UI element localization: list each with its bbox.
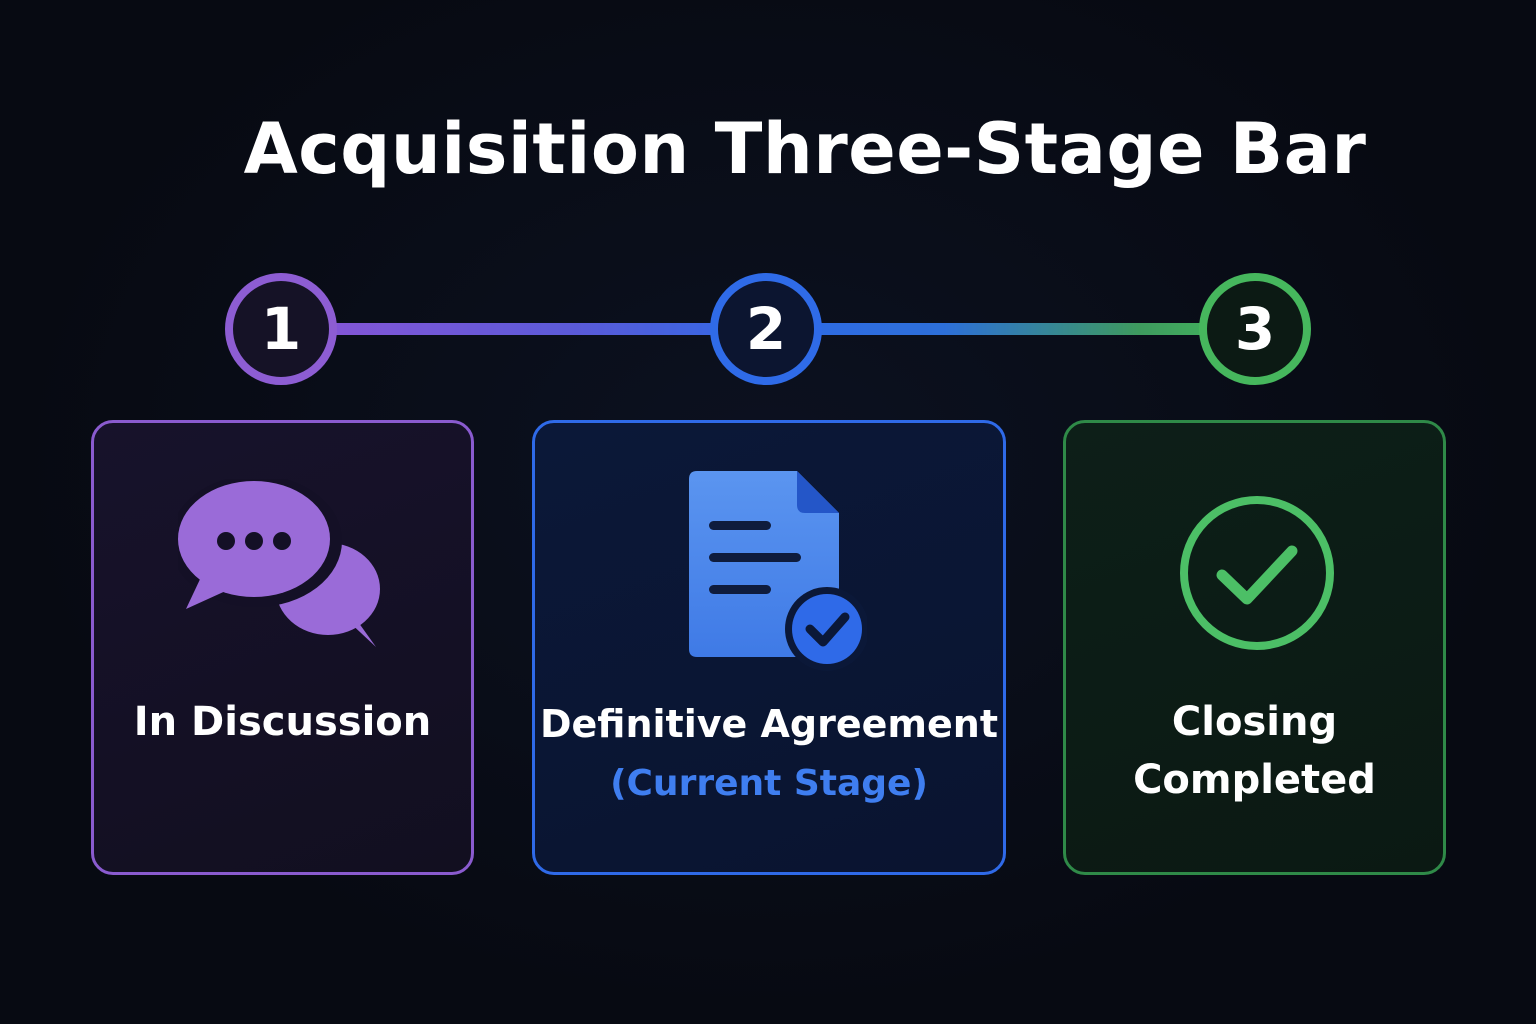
stage-2-card: Definitive Agreement (Current Stage): [532, 420, 1006, 875]
stage-1-marker: 1: [225, 273, 337, 385]
stage-3-label-line1: Closing: [1171, 699, 1338, 745]
stage-3-label: Closing Completed: [1066, 693, 1443, 809]
document-check-icon: [689, 471, 867, 671]
stage-2-label: Definitive Agreement: [539, 702, 998, 746]
page-title: Acquisition Three-Stage Bar: [243, 108, 1367, 190]
stage-1-card: In Discussion: [91, 420, 474, 875]
current-stage-badge: (Current Stage): [610, 763, 928, 804]
stage-2-marker: 2: [710, 273, 822, 385]
stage-1-label: In Discussion: [133, 699, 432, 745]
check-circle-icon: [1180, 496, 1334, 650]
stage-3-marker: 3: [1199, 273, 1311, 385]
chat-bubbles-icon: [178, 479, 380, 647]
stage-3-card: Closing Completed: [1063, 420, 1446, 875]
stage-3-label-line2: Completed: [1133, 757, 1376, 803]
